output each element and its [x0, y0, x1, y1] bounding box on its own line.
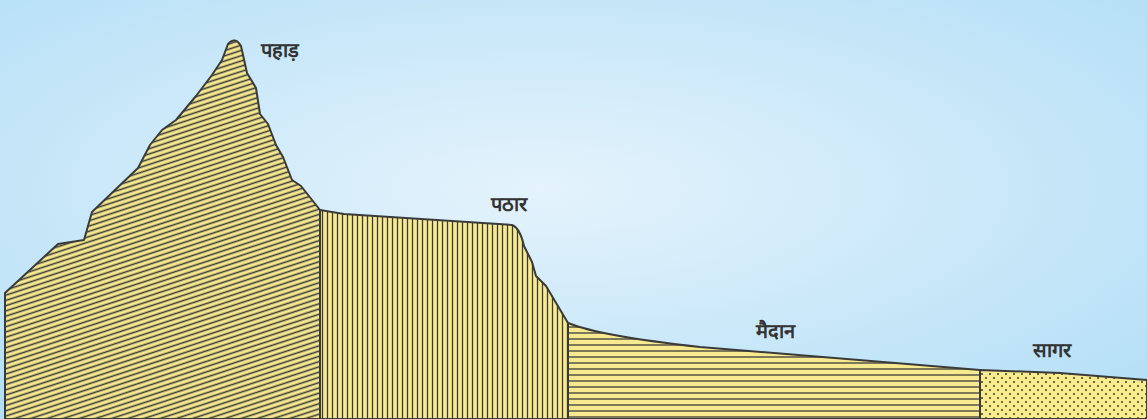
sea [980, 370, 1147, 419]
plateau [320, 210, 568, 419]
sea-label: सागर [1033, 338, 1071, 362]
plain-label: मैदान [756, 319, 795, 343]
plateau-label: पठार [491, 192, 527, 216]
mountain-label: पहाड़ [261, 38, 299, 62]
mountain [5, 40, 320, 419]
